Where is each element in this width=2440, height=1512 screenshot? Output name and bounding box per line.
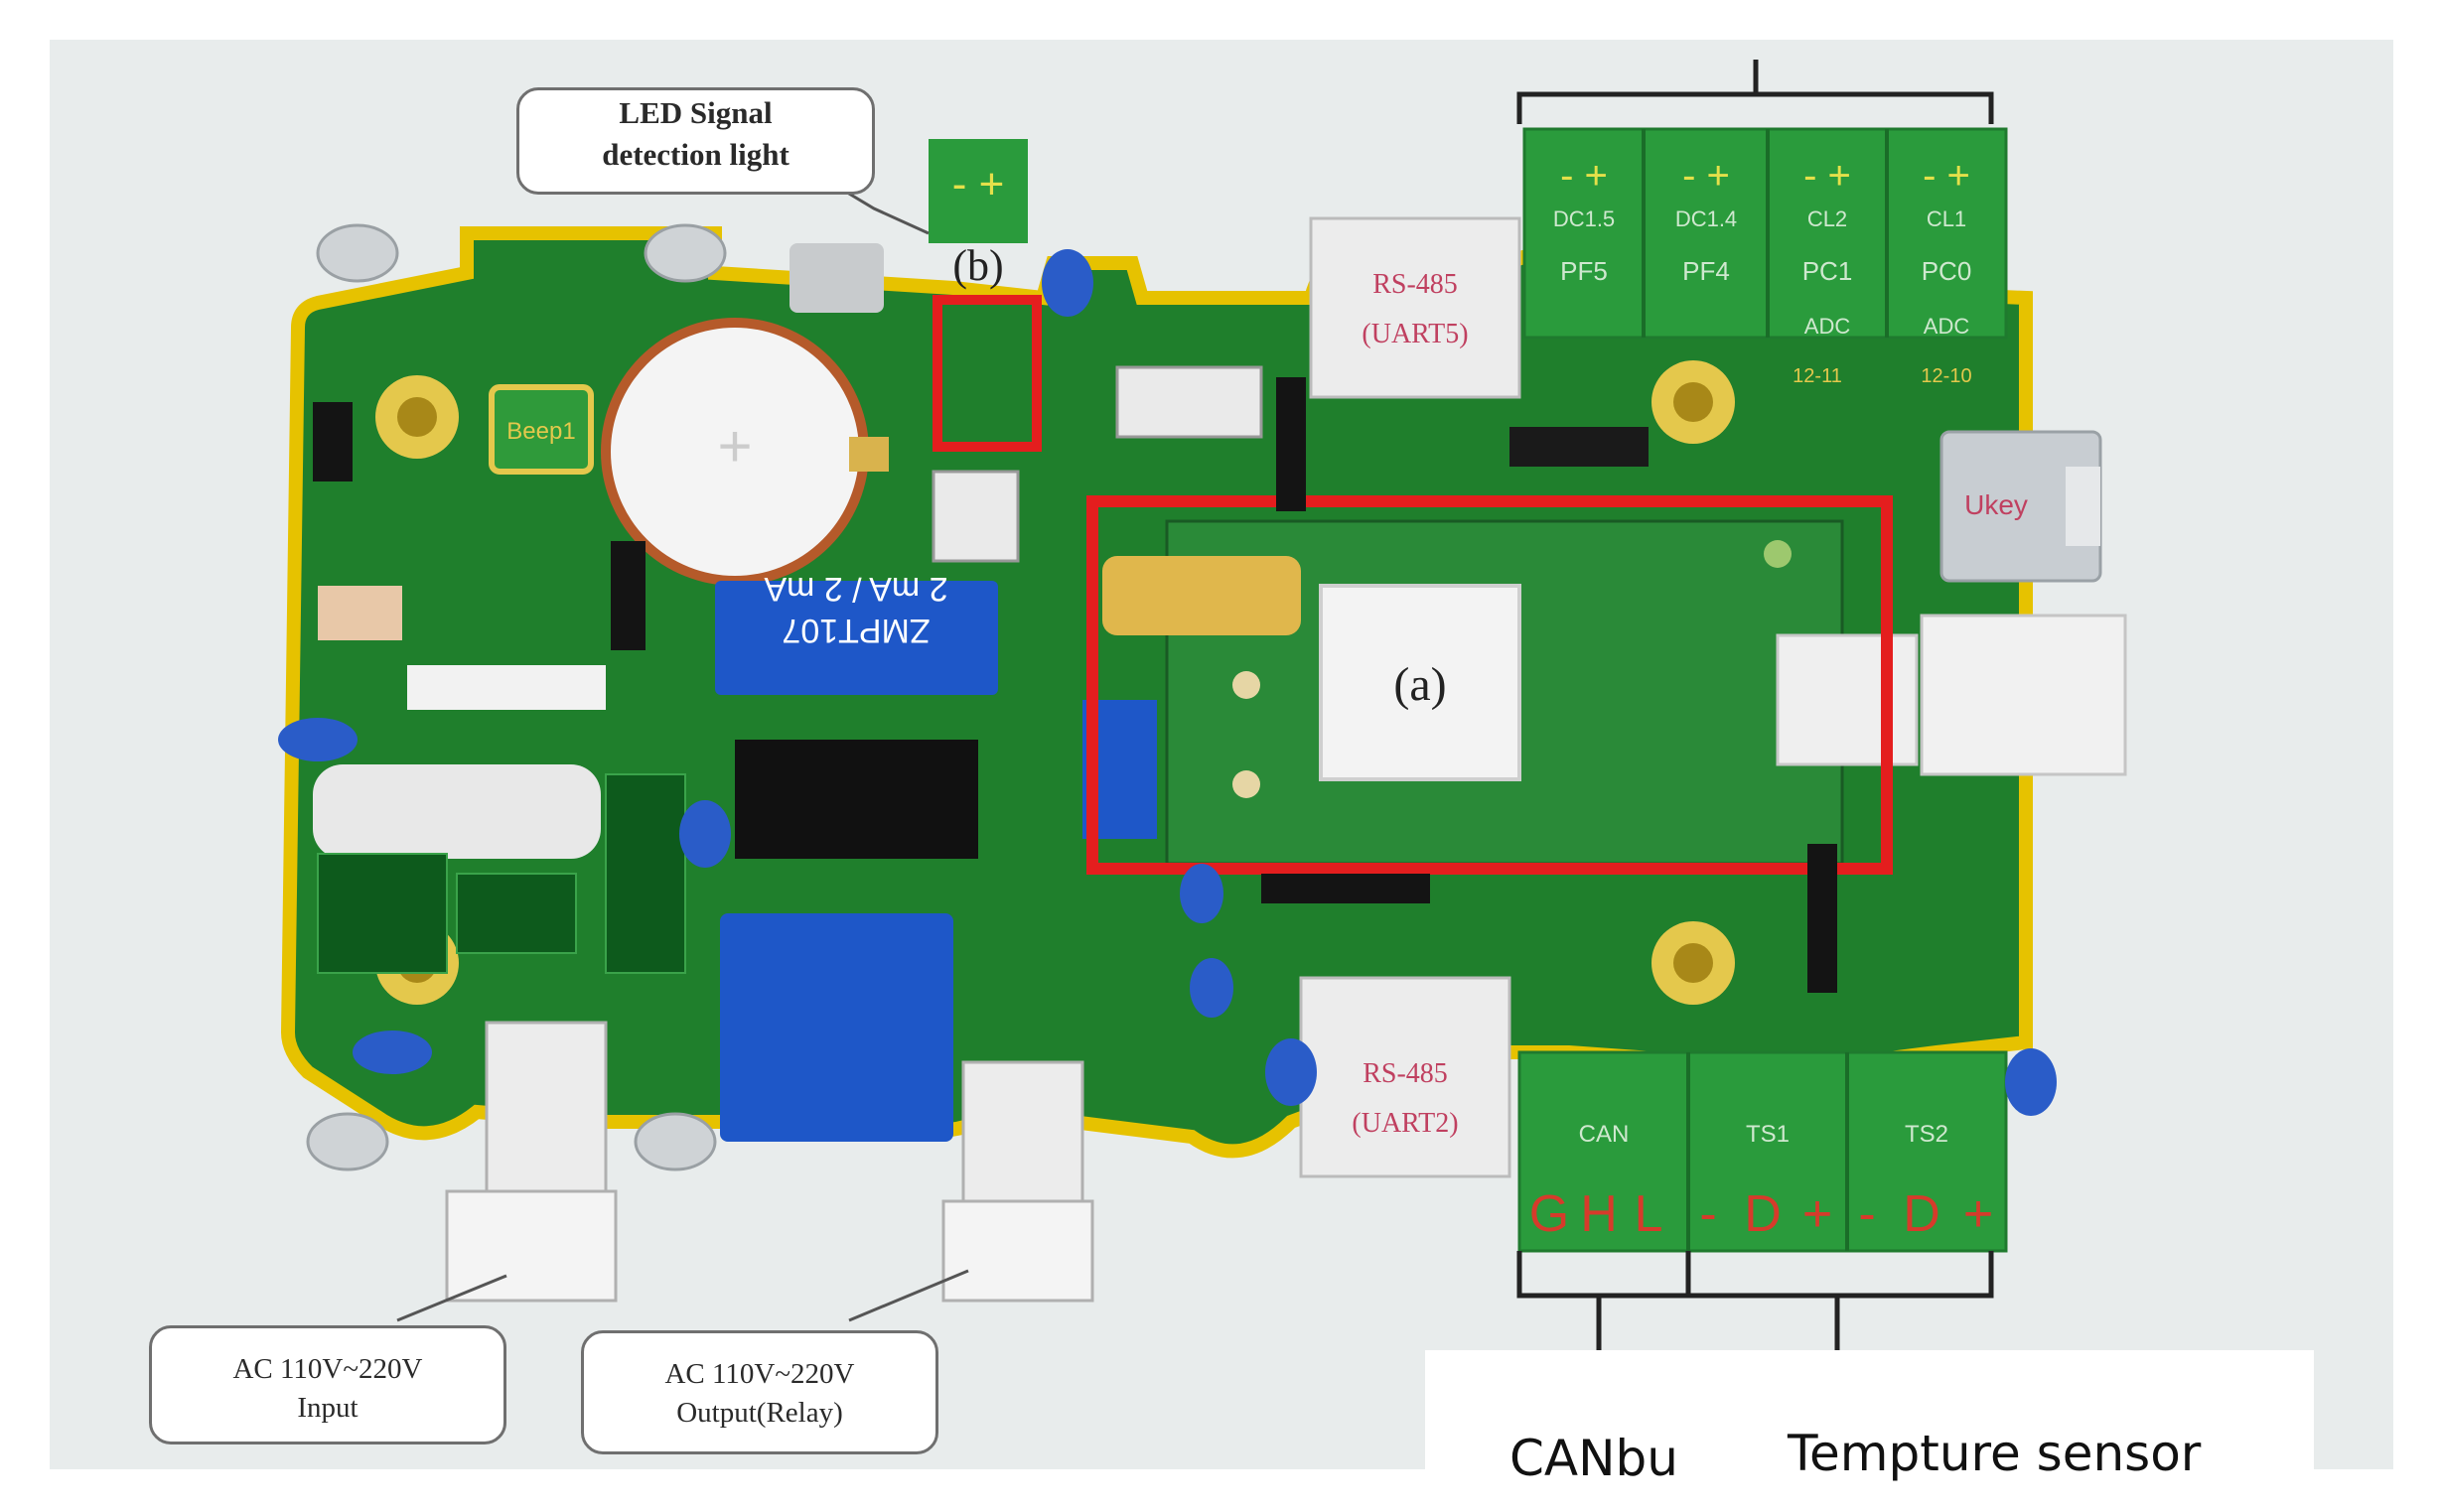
beep-label: Beep1: [506, 418, 575, 445]
adc-label-1: ADC: [1804, 314, 1851, 339]
micro-usb: [789, 243, 884, 313]
ac-output-line1: AC 110V~220V: [664, 1358, 855, 1390]
svg-text:+: +: [1802, 1185, 1832, 1243]
module-label: (a): [1393, 658, 1446, 711]
ac-output-callout: AC 110V~220V Output(Relay): [581, 1330, 938, 1454]
bottom-pin-labels: G H L - D + - D +: [1529, 1185, 1993, 1243]
svg-text:G: G: [1529, 1185, 1569, 1243]
ac-input-line1: AC 110V~220V: [232, 1353, 423, 1385]
can-terminal-label: CAN: [1579, 1121, 1630, 1148]
beep-pad: [489, 384, 594, 475]
adc-sub-1: 12-11: [1793, 365, 1842, 387]
temperature-sensor-label: Tempture sensor: [1788, 1425, 2202, 1482]
svg-text:- +: - +: [1560, 154, 1608, 198]
adc-sub-2: 12-10: [1921, 365, 1971, 387]
top-terminal-code-4: CL1: [1927, 206, 1966, 231]
ac-input-callout: AC 110V~220V Input: [149, 1325, 506, 1444]
transformer-text-line2: 2 mA / 2 mA: [764, 570, 947, 608]
bottom-brackets: [1516, 1251, 1994, 1350]
svg-text:-: -: [1858, 1185, 1875, 1243]
standoffs: [306, 223, 727, 1171]
bottom-label-panel: [1425, 1350, 2314, 1512]
svg-text:+: +: [1963, 1185, 1993, 1243]
top-terminal-pc1: PC1: [1802, 256, 1853, 286]
rs485-uart5-port: [1309, 216, 1521, 399]
relay: [720, 913, 953, 1142]
top-bracket: [1516, 60, 1994, 124]
svg-text:H: H: [1580, 1185, 1618, 1243]
capacitors: [278, 249, 2057, 1116]
svg-text:D: D: [1744, 1185, 1782, 1243]
led-callout-line1: LED Signal: [619, 95, 773, 130]
top-terminal-code-2: DC1.4: [1675, 206, 1737, 231]
adc-label-2: ADC: [1924, 314, 1970, 339]
top-terminal-pc0: PC0: [1922, 256, 1972, 286]
rs485-bottom-line1: RS-485: [1363, 1058, 1448, 1089]
ts1-terminal-label: TS1: [1746, 1121, 1790, 1148]
led-callout: LED Signal detection light: [516, 87, 875, 195]
ts2-terminal-label: TS2: [1905, 1121, 1948, 1148]
bottom-terminal-blocks: [1517, 1050, 2008, 1253]
svg-text:- +: - +: [1682, 154, 1730, 198]
rs485-top-line2: (UART5): [1362, 319, 1468, 349]
svg-text:-: -: [1699, 1185, 1716, 1243]
transformer-text-line1: ZMPT107: [782, 612, 930, 649]
canbus-label: CANbu: [1509, 1430, 1678, 1487]
led-highlight-box: [933, 295, 1042, 452]
svg-text:- +: - +: [1803, 154, 1851, 198]
led-marker-label: (b): [952, 241, 1003, 290]
rs485-bottom-line2: (UART2): [1352, 1108, 1458, 1139]
svg-text:+: +: [717, 413, 752, 480]
top-terminal-blocks: - + - + - + - +: [1522, 127, 2008, 340]
top-terminal-code-1: DC1.5: [1553, 206, 1615, 231]
top-terminal-pf4: PF4: [1682, 256, 1730, 286]
ukey-label: Ukey: [1964, 489, 2028, 520]
smd-parts: [317, 773, 686, 974]
top-terminal-code-3: CL2: [1807, 206, 1847, 231]
ac-input-terminal: [445, 1021, 618, 1303]
svg-text:L: L: [1635, 1185, 1663, 1243]
svg-text:- +: - +: [1923, 154, 1970, 198]
svg-text:D: D: [1903, 1185, 1940, 1243]
svg-text:- +: - +: [952, 160, 1005, 208]
led-callout-line2: detection light: [602, 136, 789, 172]
voltage-transformer: [715, 581, 998, 695]
led-header: [929, 139, 1028, 243]
ac-output-line2: Output(Relay): [676, 1397, 843, 1430]
top-terminal-pf5: PF5: [1560, 256, 1608, 286]
pin-headers: [313, 377, 1837, 993]
ac-output-terminal: [941, 1060, 1094, 1303]
rs485-top-line1: RS-485: [1372, 269, 1458, 300]
rs485-uart2-port: [1299, 976, 1511, 1178]
ac-input-line2: Input: [297, 1392, 359, 1425]
black-chip: [735, 740, 978, 859]
module-highlight-box: [1086, 495, 1893, 875]
